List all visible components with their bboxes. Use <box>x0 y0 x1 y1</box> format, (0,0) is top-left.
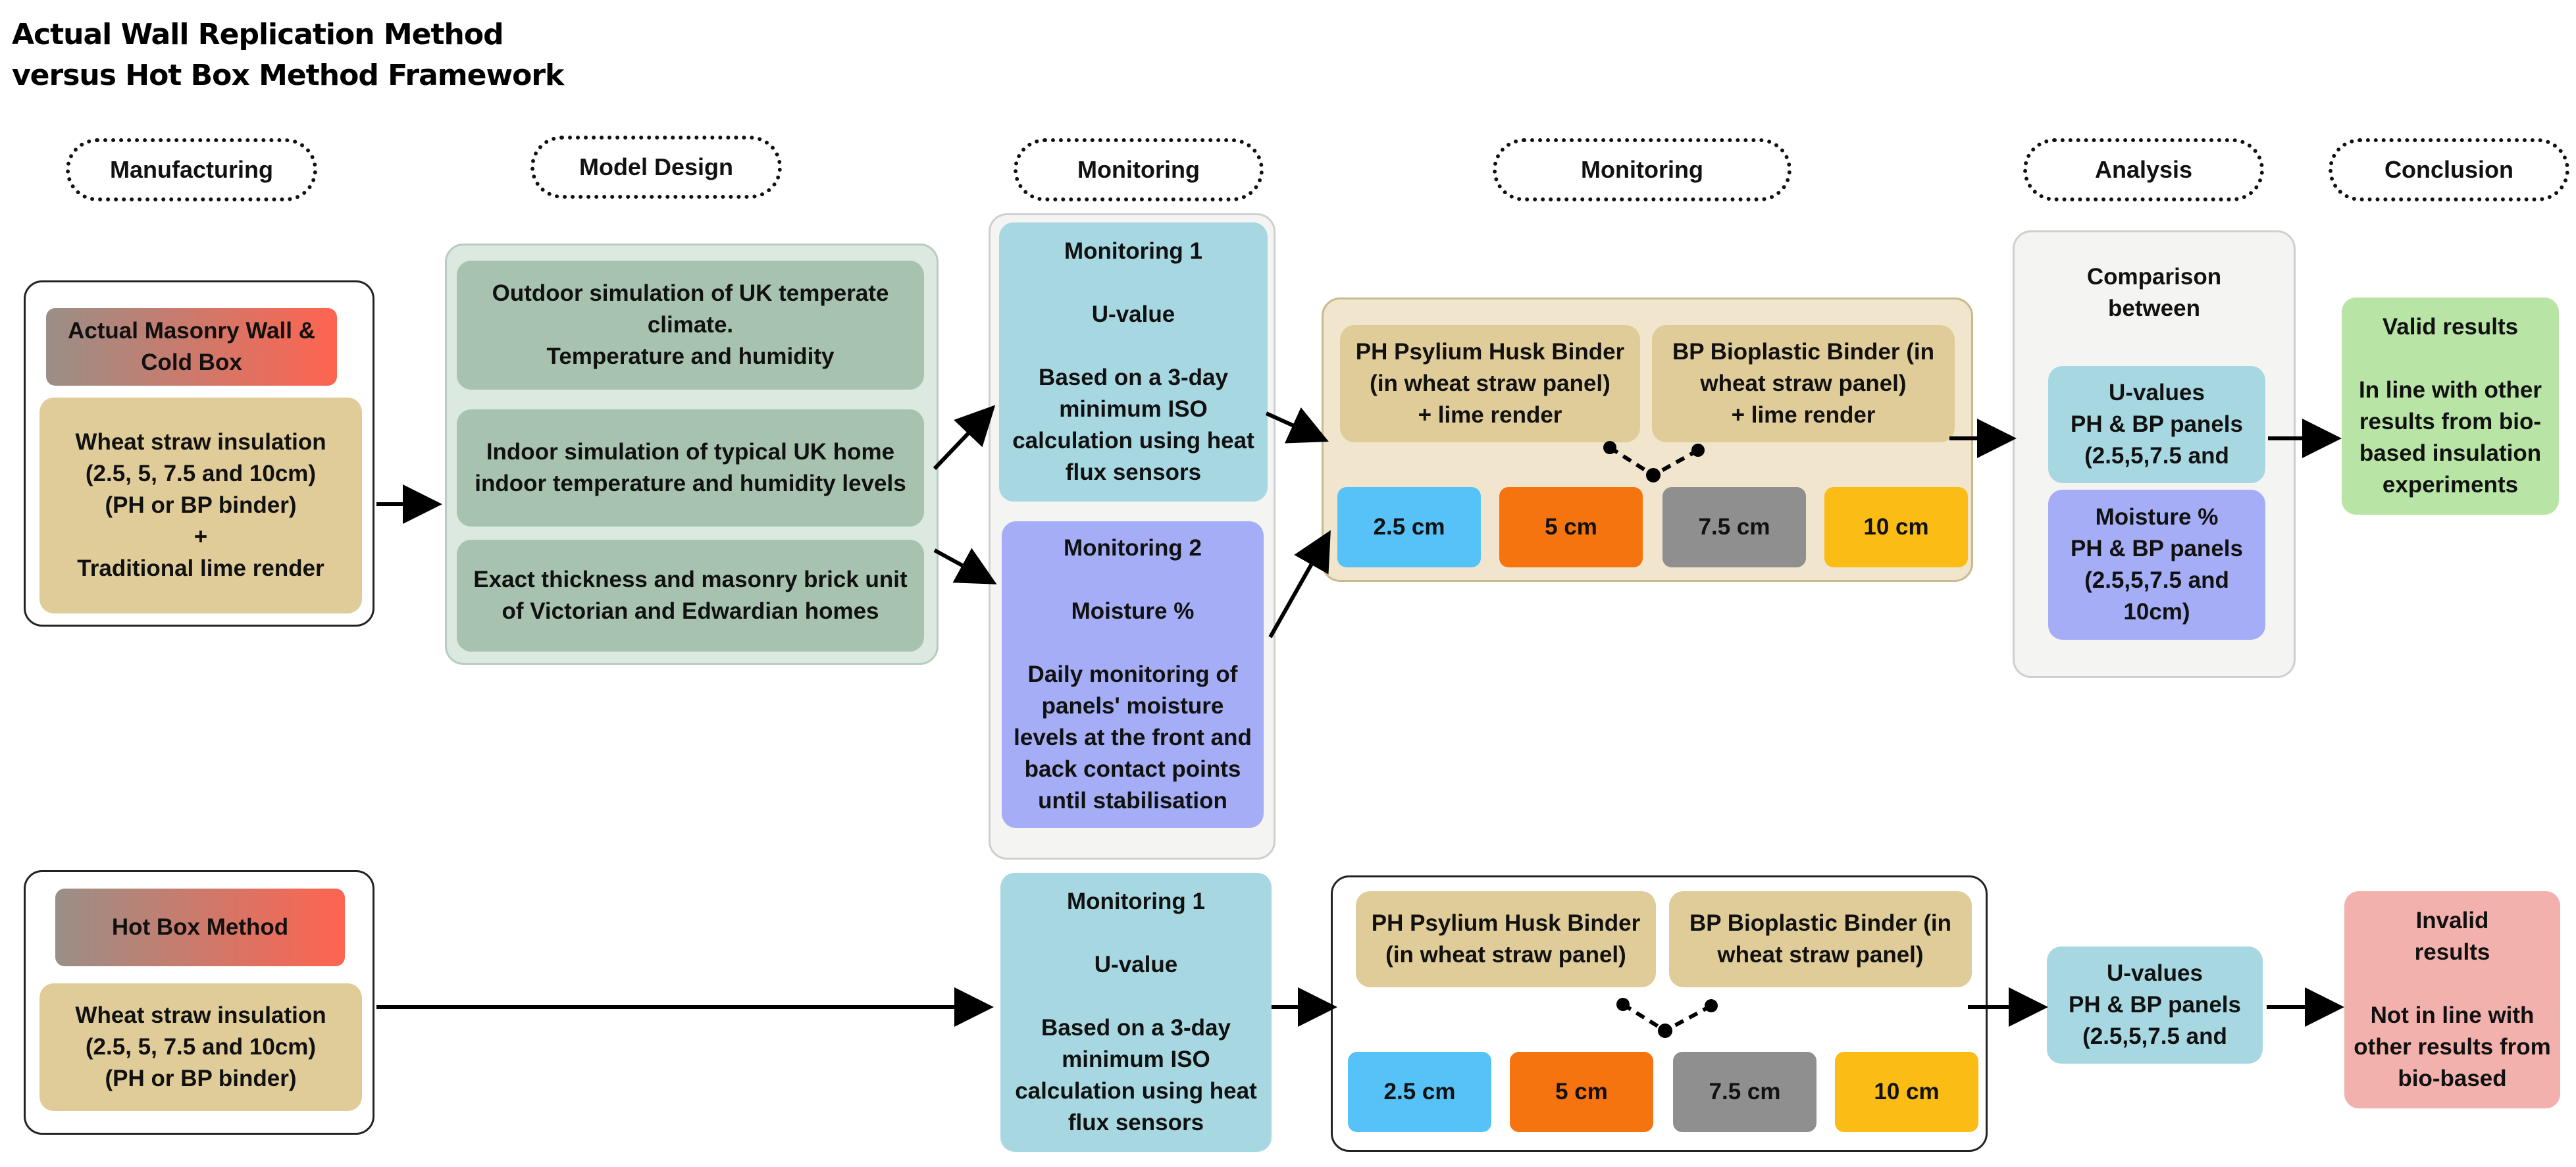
title-line-2: versus Hot Box Method Framework <box>12 59 564 92</box>
invalid-results-box: Invalid results Not in line with other r… <box>2344 891 2560 1108</box>
arrow-monitoring-1-to-panels <box>1265 407 1329 444</box>
top-ph-binder-box: PH Psylium Husk Binder (in wheat straw p… <box>1340 325 1640 442</box>
monitoring-2-moisture-box: Monitoring 2 Moisture % Daily monitoring… <box>1002 521 1264 828</box>
top-thickness-5cm: 5 cm <box>1499 487 1643 567</box>
bottom-bp-binder-box: BP Bioplastic Binder (in wheat straw pan… <box>1669 891 1972 987</box>
top-manufacturing-detail: Wheat straw insulation (2.5, 5, 7.5 and … <box>39 398 362 613</box>
bottom-manufacturing-container <box>24 870 374 1135</box>
bottom-thickness-10cm: 10 cm <box>1835 1052 1978 1132</box>
top-manufacturing-container <box>24 280 374 627</box>
top-bp-binder-box: BP Bioplastic Binder (in wheat straw pan… <box>1652 325 1955 442</box>
bottom-ph-binder-box: PH Psylium Husk Binder (in wheat straw p… <box>1356 891 1656 987</box>
top-connector-dot-left <box>1603 441 1616 454</box>
bottom-connector-dot-center <box>1658 1024 1672 1038</box>
arrow-model-to-monitoring-2 <box>933 548 997 584</box>
top-connector-dot-center <box>1646 468 1661 482</box>
top-moisture-box: Moisture % PH & BP panels (2.5,5,7.5 and… <box>2048 490 2265 640</box>
top-thickness-10cm: 10 cm <box>1824 487 1968 567</box>
top-uvalues-box: U-values PH & BP panels (2.5,5,7.5 and <box>2048 366 2265 483</box>
arrow-monitoring-2-to-panels <box>1268 530 1331 638</box>
indoor-simulation-box: Indoor simulation of typical UK home ind… <box>457 409 924 527</box>
bottom-uvalues-box: U-values PH & BP panels (2.5,5,7.5 and <box>2047 947 2263 1064</box>
header-monitoring-2: Monitoring <box>1493 138 1791 201</box>
top-thickness-2-5cm: 2.5 cm <box>1337 487 1481 567</box>
bottom-manufacturing-detail: Wheat straw insulation (2.5, 5, 7.5 and … <box>39 983 362 1111</box>
comparison-heading: Comparison between <box>2086 264 2222 321</box>
bottom-thickness-5cm: 5 cm <box>1510 1052 1653 1132</box>
header-manufacturing: Manufacturing <box>66 138 317 201</box>
hot-box-method-label: Hot Box Method <box>55 889 345 966</box>
bottom-monitoring-1-box: Monitoring 1 U-value Based on a 3-day mi… <box>1000 873 1272 1152</box>
title-line-1: Actual Wall Replication Method <box>12 18 504 51</box>
monitoring-1-uvalue-box: Monitoring 1 U-value Based on a 3-day mi… <box>999 222 1268 502</box>
diagram-title: Actual Wall Replication Method versus Ho… <box>12 14 604 96</box>
bottom-connector-dot-right <box>1705 999 1718 1012</box>
header-monitoring-1: Monitoring <box>1014 138 1264 201</box>
header-analysis: Analysis <box>2023 138 2264 201</box>
header-model-design: Model Design <box>530 136 782 199</box>
valid-results-box: Valid results In line with other results… <box>2342 298 2559 515</box>
bottom-thickness-7-5cm: 7.5 cm <box>1673 1052 1816 1132</box>
outdoor-simulation-box: Outdoor simulation of UK temperate clima… <box>457 261 924 390</box>
arrow-model-to-monitoring-1 <box>933 405 996 471</box>
bottom-connector-dot-left <box>1616 998 1630 1011</box>
bottom-thickness-2-5cm: 2.5 cm <box>1348 1052 1491 1132</box>
thickness-box: Exact thickness and masonry brick unit o… <box>457 540 924 652</box>
top-thickness-7-5cm: 7.5 cm <box>1662 487 1806 567</box>
header-conclusion: Conclusion <box>2329 138 2569 201</box>
top-connector-dot-right <box>1691 444 1705 457</box>
top-manufacturing-label: Actual Masonry Wall & Cold Box <box>46 308 337 386</box>
